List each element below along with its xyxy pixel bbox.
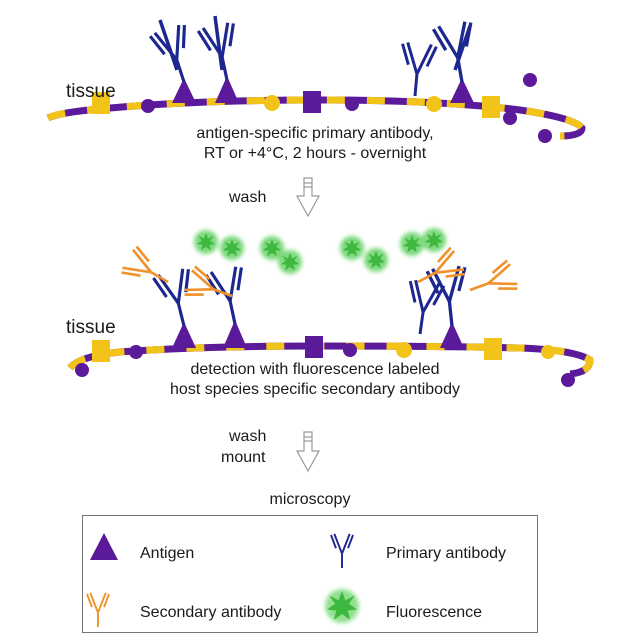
microscopy-label: microscopy [269,491,351,508]
mount-label: mount [221,449,266,466]
step1-caption-line1: antigen-specific primary antibody, [196,125,434,142]
legend-primary-label: Primary antibody [386,545,507,562]
tissue-strip-1 [46,73,586,143]
antigens-step1 [172,76,474,103]
tissue-label-1: tissue [66,81,116,102]
down-arrow-icon-2 [295,431,321,473]
primary-antibodies-step2 [151,263,473,338]
wash-label-2: wash [229,428,267,445]
step1-caption-line2: RT or +4°C, 2 hours - overnight [203,145,427,162]
legend-fluorescence-label: Fluorescence [386,604,483,621]
legend [82,515,538,633]
legend-secondary-label: Secondary antibody [140,604,282,621]
antigens-step2 [172,320,464,348]
primary-antibodies-step1 [148,15,483,99]
tissue-strip-2 [67,336,594,387]
fluorescence-labels-step2 [194,228,446,274]
tissue-label-2: tissue [66,317,116,338]
triangle-icon [90,533,118,560]
step2-caption-line2: host species specific secondary antibody [170,381,460,398]
fluorescence-burst-icon [325,589,359,623]
down-arrow-icon-1 [295,177,321,218]
wash-label-1: wash [229,189,267,206]
step2-caption-line1: detection with fluorescence labeled [190,361,440,378]
legend-antigen-label: Antigen [140,545,195,562]
